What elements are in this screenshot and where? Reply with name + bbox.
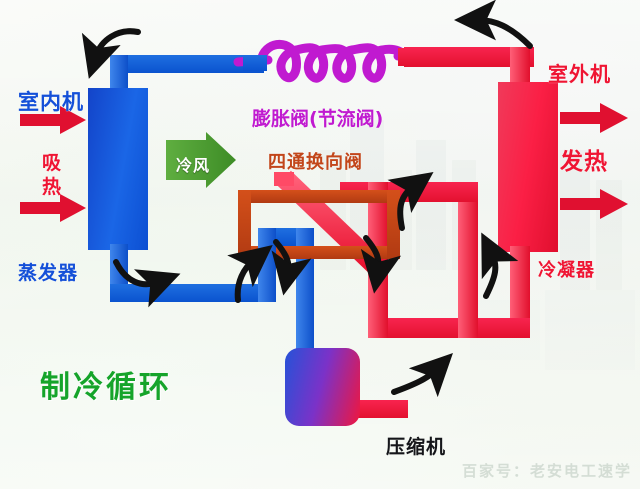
label-expansion-valve: 膨胀阀(节流阀) [252, 108, 384, 130]
condenser-block [498, 82, 558, 252]
label-absorb-heat-char1: 吸 [42, 152, 62, 174]
compressor-block [285, 348, 360, 426]
pipe-hot-compressor-out [352, 400, 408, 418]
four-way-valve-top [238, 190, 400, 203]
label-indoor-unit: 室内机 [18, 90, 84, 114]
label-release-heat: 发热 [560, 149, 608, 175]
label-four-way-valve: 四通换向阀 [268, 152, 363, 173]
cold-air-label: 冷风 [176, 156, 211, 175]
label-evaporator: 蒸发器 [18, 262, 79, 284]
label-condenser: 冷凝器 [538, 260, 595, 281]
pipe-hot-from-coil [398, 48, 420, 66]
pipe-hot-vertical-mid [458, 182, 478, 338]
label-absorb-heat-char2: 热 [42, 176, 62, 198]
pipe-hot-top [404, 47, 534, 67]
four-way-valve-left [238, 190, 251, 259]
pipe-cold-to-coil [243, 55, 267, 71]
label-compressor: 压缩机 [386, 436, 447, 458]
watermark: 百家号：老安电工速学 [461, 462, 632, 480]
diagram-title: 制冷循环 [40, 370, 172, 405]
label-outdoor-unit: 室外机 [548, 62, 611, 86]
pipe-cold-top [110, 55, 264, 73]
evaporator-block [88, 88, 148, 250]
pipe-hot-top-drop [510, 47, 530, 93]
